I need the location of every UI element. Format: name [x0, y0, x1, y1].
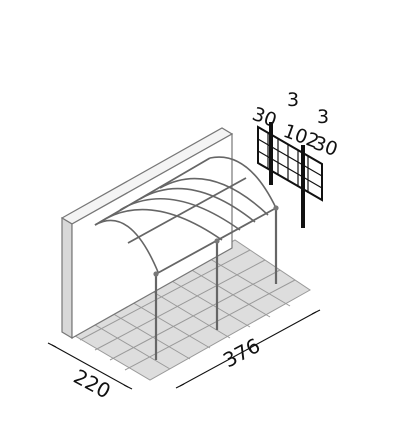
dimension-lines	[47, 309, 321, 390]
back-wall	[60, 127, 234, 340]
floor-tiles	[63, 239, 311, 381]
posts	[154, 208, 278, 360]
profile-right-top-label: 3	[317, 106, 329, 128]
width-dimension-label: 376	[219, 333, 264, 372]
profile-section	[257, 122, 323, 228]
profile-left-top-label: 3	[287, 89, 299, 111]
roof-joints	[153, 205, 279, 277]
profile-left-label: 30	[249, 103, 279, 132]
depth-dimension-label: 220	[70, 364, 115, 403]
